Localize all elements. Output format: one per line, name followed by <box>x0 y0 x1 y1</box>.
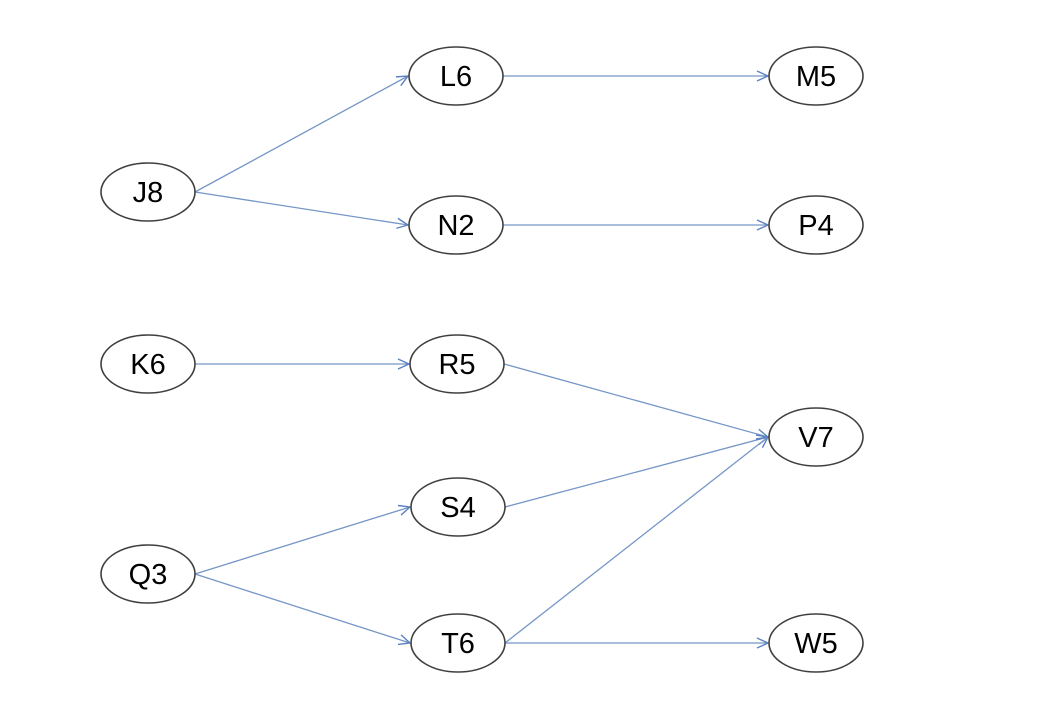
node-Q3: Q3 <box>100 544 196 604</box>
node-ellipse <box>408 46 504 106</box>
node-W5: W5 <box>768 613 864 673</box>
edge-S4-V7 <box>504 434 770 508</box>
node-ellipse <box>409 334 505 394</box>
node-R5: R5 <box>409 334 505 394</box>
node-label: K6 <box>130 349 165 381</box>
node-label: S4 <box>440 492 475 524</box>
node-ellipse <box>100 162 196 222</box>
edge-Q3-T6 <box>194 573 412 646</box>
node-label: V7 <box>798 422 833 454</box>
node-S4: S4 <box>410 477 506 537</box>
node-label: J8 <box>133 177 164 209</box>
node-label: W5 <box>794 628 838 660</box>
node-M5: M5 <box>768 46 864 106</box>
node-label: Q3 <box>129 559 168 591</box>
node-ellipse <box>410 477 506 537</box>
node-label: M5 <box>796 61 836 93</box>
node-label: T6 <box>441 628 475 660</box>
edge-T6-V7 <box>504 435 770 644</box>
node-label: R5 <box>438 349 475 381</box>
node-ellipse <box>100 544 196 604</box>
node-ellipse <box>768 407 864 467</box>
node-ellipse <box>100 334 196 394</box>
node-ellipse <box>768 613 864 673</box>
node-ellipse <box>768 195 864 255</box>
node-P4: P4 <box>768 195 864 255</box>
node-ellipse <box>408 195 504 255</box>
node-J8: J8 <box>100 162 196 222</box>
node-N2: N2 <box>408 195 504 255</box>
node-L6: L6 <box>408 46 504 106</box>
node-label: P4 <box>798 210 833 242</box>
edge-R5-V7 <box>503 363 770 440</box>
node-K6: K6 <box>100 334 196 394</box>
node-ellipse <box>768 46 864 106</box>
edge-J8-L6 <box>194 75 410 193</box>
edge-Q3-S4 <box>194 504 412 575</box>
node-V7: V7 <box>768 407 864 467</box>
edges-layer <box>194 70 770 649</box>
node-label: N2 <box>437 210 474 242</box>
edge-J8-N2 <box>194 191 410 229</box>
node-ellipse <box>410 613 506 673</box>
node-label: L6 <box>440 61 472 93</box>
node-T6: T6 <box>410 613 506 673</box>
